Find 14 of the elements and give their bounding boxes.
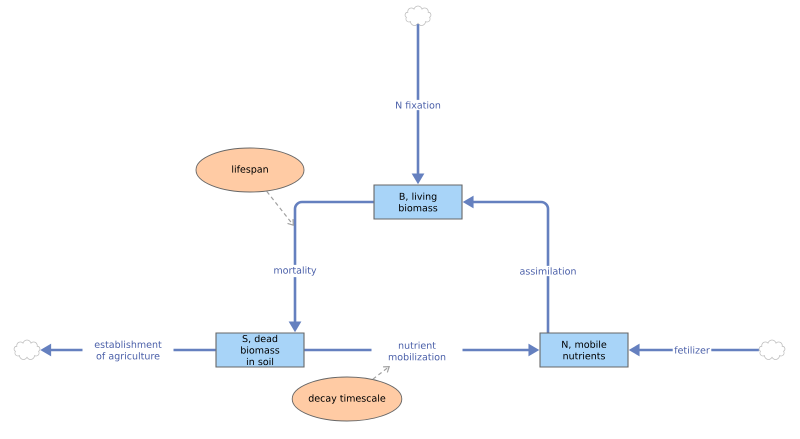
flow-label: N fixation [394,100,442,110]
cloud-icon [758,340,786,360]
influence-arrow [266,190,294,226]
influence-arrow [372,366,390,380]
flow-label: assimilation [518,266,578,276]
flow-label: establishment of agriculture [82,339,174,363]
flow-label: fetilizer [672,344,712,356]
flow-label: nutrient mobilization [372,340,462,362]
cloud-icon [14,340,40,360]
flow-label: mortality [272,264,318,278]
stock-box: N, mobile nutrients [539,332,629,368]
cloud-icon [404,6,432,26]
stock-box: B, living biomass [373,184,463,220]
stock-box: S, dead biomass in soil [215,332,305,368]
